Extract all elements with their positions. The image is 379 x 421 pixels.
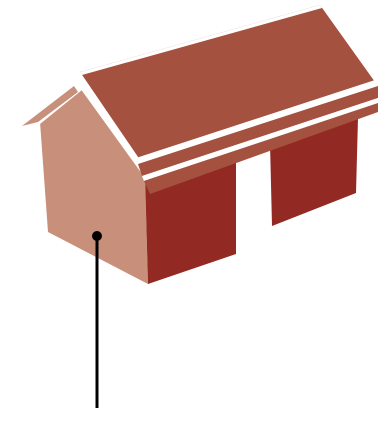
roof-eave-trim-lower [142,98,378,181]
gable-end-wall [40,88,148,284]
front-wall-right-section [270,118,358,226]
roof-ridge-edge [80,5,322,75]
roof-fascia [144,103,378,194]
gable-roof-edge [22,86,78,126]
roof-gable-edge [72,72,140,162]
pointer-dot [92,231,102,241]
roof-eave-trim-upper [136,80,378,164]
roof-plane [80,5,375,160]
roof-eave-band [138,86,378,176]
doorway-opening [236,143,270,240]
